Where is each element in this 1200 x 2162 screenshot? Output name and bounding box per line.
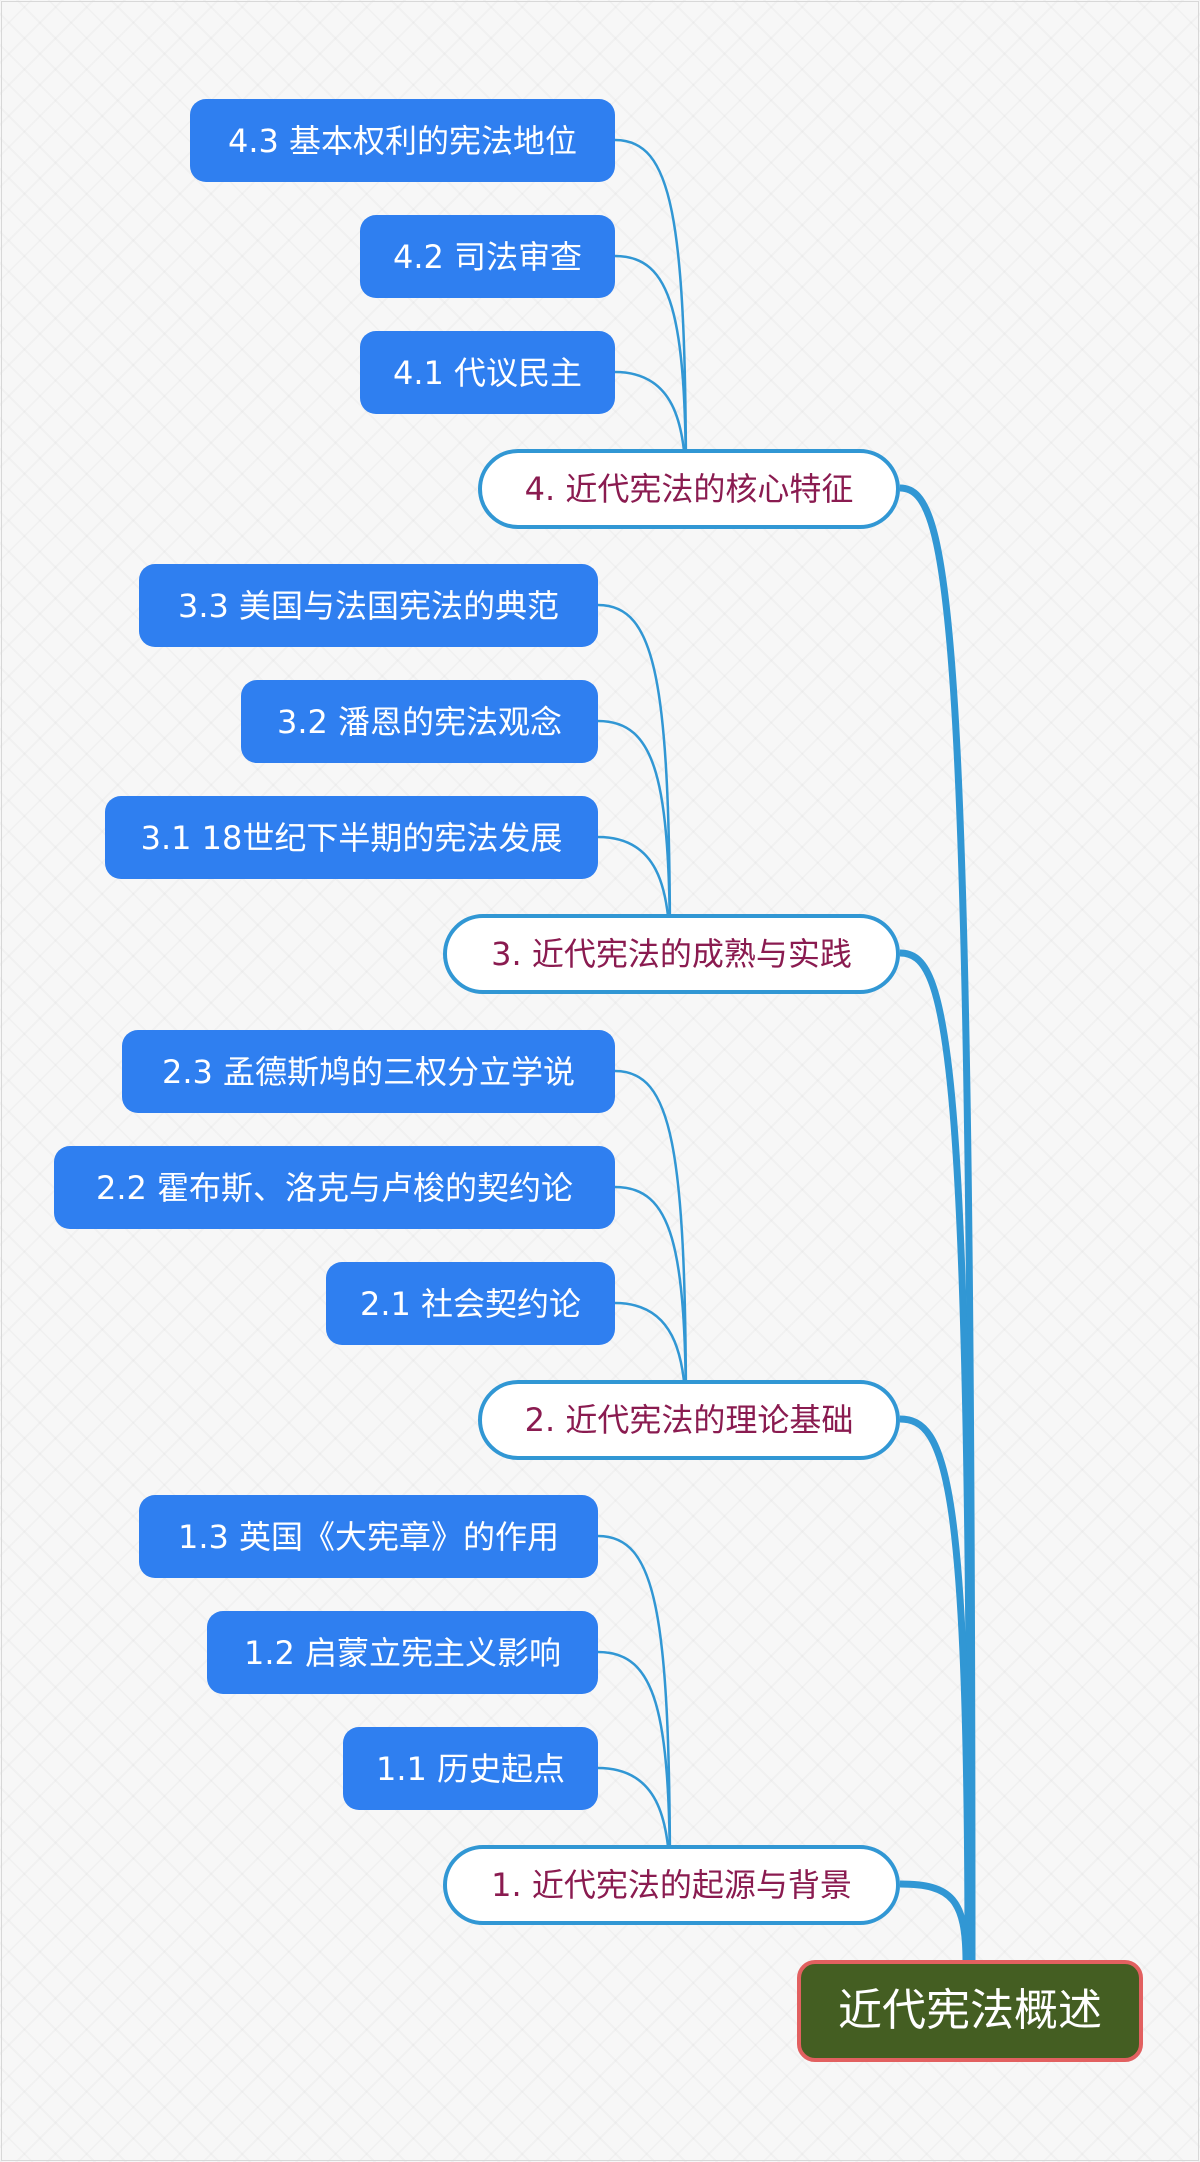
- connector-3-2: [597, 719, 672, 956]
- topic-3-3[interactable]: 3.3 美国与法国宪法的典范: [139, 564, 598, 647]
- topic-3-2[interactable]: 3.2 潘恩的宪法观念: [241, 680, 598, 763]
- connector-root-3: [899, 949, 974, 1963]
- branch-1-origin-background[interactable]: 1. 近代宪法的起源与背景: [443, 1845, 900, 1925]
- connector-root-2: [899, 1415, 972, 1963]
- root-topic[interactable]: 近代宪法概述: [797, 1960, 1143, 2062]
- topic-4-1[interactable]: 4.1 代议民主: [360, 331, 615, 414]
- connector-3-3: [597, 603, 672, 956]
- topic-3-1[interactable]: 3.1 18世纪下半期的宪法发展: [105, 796, 598, 879]
- connector-1-2: [597, 1650, 672, 1886]
- branch-2-theory-foundation[interactable]: 2. 近代宪法的理论基础: [478, 1380, 900, 1460]
- connector-4-2: [614, 254, 688, 491]
- connector-root-4: [899, 484, 976, 1963]
- topic-1-1[interactable]: 1.1 历史起点: [343, 1727, 598, 1810]
- topic-2-3[interactable]: 2.3 孟德斯鸠的三权分立学说: [122, 1030, 615, 1113]
- connector-2-3: [614, 1069, 688, 1421]
- topic-2-2[interactable]: 2.2 霍布斯、洛克与卢梭的契约论: [54, 1146, 615, 1229]
- topic-4-3[interactable]: 4.3 基本权利的宪法地位: [190, 99, 615, 182]
- branch-3-maturity-practice[interactable]: 3. 近代宪法的成熟与实践: [443, 914, 900, 994]
- topic-1-2[interactable]: 1.2 启蒙立宪主义影响: [207, 1611, 598, 1694]
- connector-4-3: [614, 138, 688, 491]
- topic-1-3[interactable]: 1.3 英国《大宪章》的作用: [139, 1495, 598, 1578]
- topic-4-2[interactable]: 4.2 司法审查: [360, 215, 615, 298]
- connector-root-1: [899, 1880, 970, 1963]
- topic-2-1[interactable]: 2.1 社会契约论: [326, 1262, 615, 1345]
- connector-1-3: [597, 1534, 672, 1886]
- connector-2-2: [614, 1185, 688, 1421]
- branch-4-core-features[interactable]: 4. 近代宪法的核心特征: [478, 449, 900, 529]
